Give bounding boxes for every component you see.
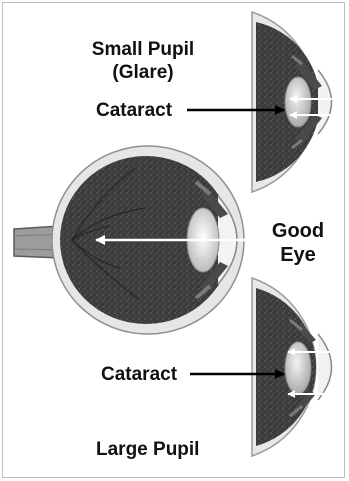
small-pupil-line1: Small Pupil <box>80 38 206 61</box>
bottom-eye-section <box>252 278 332 456</box>
good-eye-line1: Good <box>258 219 338 243</box>
large-pupil-label: Large Pupil <box>96 438 199 461</box>
cataract-label-top: Cataract <box>96 99 172 122</box>
small-pupil-label: Small Pupil (Glare) <box>80 38 206 84</box>
small-pupil-line2: (Glare) <box>80 61 206 84</box>
good-eye-line2: Eye <box>258 243 338 267</box>
cataract-label-bottom: Cataract <box>101 363 177 386</box>
good-eye-label: Good Eye <box>258 219 338 267</box>
top-eye-section <box>252 12 332 192</box>
